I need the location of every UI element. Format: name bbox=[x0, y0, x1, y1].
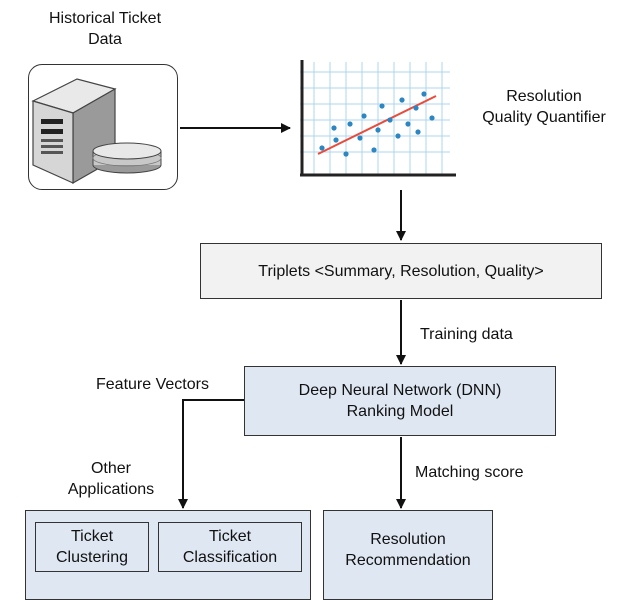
triplets-box: Triplets <Summary, Resolution, Quality> bbox=[200, 243, 602, 299]
historical-data-label: Historical Ticket Data bbox=[48, 10, 162, 48]
dnn-label: Deep Neural Network (DNN) Ranking Model bbox=[298, 382, 502, 420]
dnn-ranking-model-box: Deep Neural Network (DNN) Ranking Model bbox=[244, 366, 556, 436]
matching-score-label: Matching score bbox=[415, 464, 524, 481]
other-applications-box: Ticket Clustering Ticket Classification bbox=[25, 510, 311, 600]
other-applications-label: Other Applications bbox=[67, 460, 155, 498]
triplets-label: Triplets <Summary, Resolution, Quality> bbox=[258, 262, 544, 280]
arrow-dnn-to-applications bbox=[178, 399, 244, 509]
data-source-box bbox=[28, 64, 178, 190]
server-with-database-icon bbox=[31, 78, 162, 185]
feature-vectors-label: Feature Vectors bbox=[96, 376, 209, 393]
training-data-label: Training data bbox=[420, 326, 513, 343]
ticket-classification-box: Ticket Classification bbox=[158, 522, 302, 572]
ticket-clustering-box: Ticket Clustering bbox=[35, 522, 149, 572]
quantifier-label: Resolution Quality Quantifier bbox=[482, 88, 606, 126]
ticket-clustering-label: Ticket Clustering bbox=[55, 528, 129, 566]
resolution-recommendation-label: Resolution Recommendation bbox=[345, 531, 471, 569]
scatter-plot-icon bbox=[300, 60, 456, 177]
resolution-recommendation-box: Resolution Recommendation bbox=[323, 510, 493, 600]
ticket-classification-label: Ticket Classification bbox=[182, 528, 278, 566]
